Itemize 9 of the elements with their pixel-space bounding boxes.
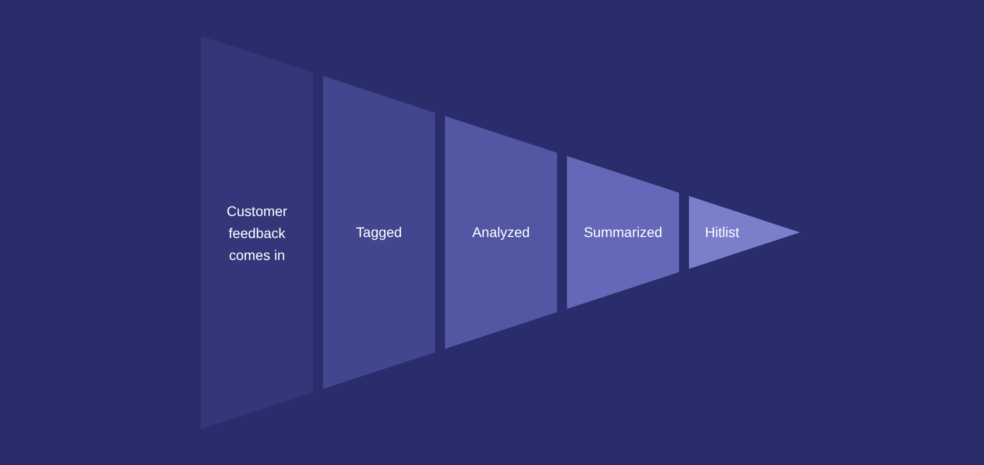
stage-label: Hitlist [705, 223, 740, 242]
stage-label: Tagged [356, 223, 402, 242]
funnel-stage [689, 196, 800, 269]
funnel-stage [445, 116, 557, 349]
funnel-stage [567, 156, 679, 309]
funnel-stage [323, 76, 435, 389]
stage-label: Customer feedback comes in [226, 202, 288, 264]
stage-label: Analyzed [472, 223, 530, 242]
stage-label: Summarized [584, 223, 662, 242]
